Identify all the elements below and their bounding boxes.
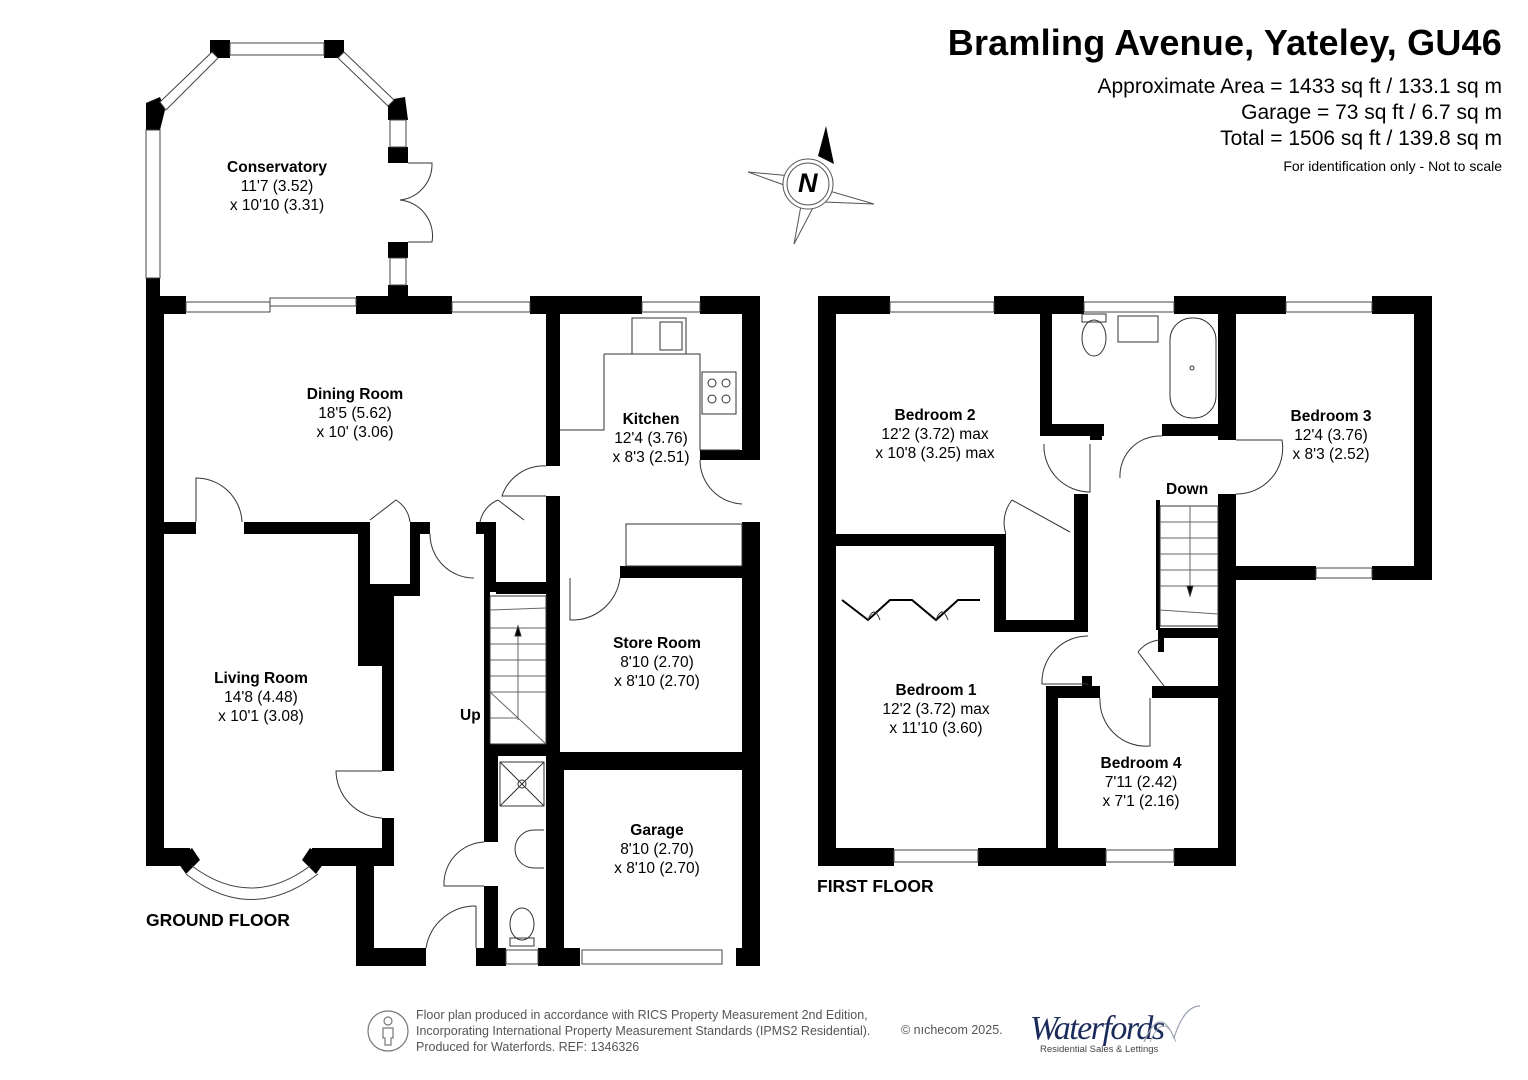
room-name: Conservatory	[227, 159, 327, 176]
room-dimension: 11'7 (3.52)	[240, 178, 314, 195]
room-garage: Garage 8'10 (2.70) x 8'10 (2.70)	[614, 821, 700, 878]
room-dimension: x 8'10 (2.70)	[614, 860, 700, 877]
room-dimension: x 8'3 (2.51)	[612, 449, 690, 466]
room-dimension: 12'2 (3.72) max	[882, 701, 990, 718]
brand-tagline: Residential Sales & Lettings	[1040, 1044, 1159, 1055]
room-dining-room: Dining Room 18'5 (5.62) x 10' (3.06)	[307, 385, 403, 442]
room-dimension: x 10'1 (3.08)	[218, 708, 304, 725]
property-title: Bramling Avenue, Yateley, GU46	[947, 22, 1502, 63]
room-dimension: 14'8 (4.48)	[224, 689, 298, 706]
room-dimension: x 10'10 (3.31)	[229, 197, 325, 214]
room-kitchen: Kitchen 12'4 (3.76) x 8'3 (2.51)	[612, 410, 689, 467]
compass-north-letter: N	[798, 168, 818, 198]
scale-disclaimer: For identification only - Not to scale	[1283, 158, 1502, 174]
room-bedroom-2: Bedroom 2 12'2 (3.72) max x 10'8 (3.25) …	[875, 406, 994, 463]
rics-statement: Floor plan produced in accordance with R…	[416, 1007, 870, 1055]
room-name: Bedroom 3	[1290, 408, 1372, 425]
room-dimension: 8'10 (2.70)	[620, 841, 694, 858]
room-dimension: x 8'10 (2.70)	[614, 673, 700, 690]
room-store-room: Store Room 8'10 (2.70) x 8'10 (2.70)	[613, 634, 701, 691]
room-conservatory: Conservatory 11'7 (3.52) x 10'10 (3.31)	[227, 158, 327, 215]
room-name: Bedroom 4	[1100, 755, 1182, 772]
room-name: Store Room	[613, 635, 701, 652]
room-bedroom-3: Bedroom 3 12'4 (3.76) x 8'3 (2.52)	[1291, 407, 1372, 464]
room-name: Kitchen	[622, 411, 680, 428]
total-area: Total = 1506 sq ft / 139.8 sq m	[1220, 127, 1502, 150]
room-dimension: x 8'3 (2.52)	[1292, 446, 1370, 463]
room-dimension: 7'11 (2.42)	[1104, 774, 1178, 791]
room-dimension: x 7'1 (2.16)	[1102, 793, 1180, 810]
waterfords-logo: Waterfords	[1030, 1010, 1165, 1047]
room-dimension: x 10' (3.06)	[316, 424, 394, 441]
person-icon	[367, 1010, 409, 1052]
room-name: Garage	[630, 822, 684, 839]
room-name: Bedroom 2	[894, 407, 976, 424]
room-dimension: 12'4 (3.76)	[1294, 427, 1368, 444]
room-bedroom-1: Bedroom 1 12'2 (3.72) max x 11'10 (3.60)	[882, 681, 989, 738]
first-floor-label: FIRST FLOOR	[817, 876, 934, 896]
approx-area: Approximate Area = 1433 sq ft / 133.1 sq…	[1097, 75, 1503, 98]
ground-floor-label: GROUND FLOOR	[146, 910, 290, 930]
room-dimension: x 11'10 (3.60)	[889, 720, 983, 737]
waterfords-w-swirl-icon	[1143, 1005, 1201, 1043]
footer-line-1: Floor plan produced in accordance with R…	[416, 1008, 868, 1022]
room-dimension: 18'5 (5.62)	[318, 405, 392, 422]
stairs-down-label: Down	[1166, 481, 1209, 498]
room-living-room: Living Room 14'8 (4.48) x 10'1 (3.08)	[214, 669, 308, 726]
room-bedroom-4: Bedroom 4 7'11 (2.42) x 7'1 (2.16)	[1101, 754, 1182, 811]
copyright-notice: © nıchecom 2025.	[901, 1023, 1003, 1037]
room-dimension: 12'4 (3.76)	[614, 430, 688, 447]
garage-area: Garage = 73 sq ft / 6.7 sq m	[1241, 101, 1502, 124]
room-name: Bedroom 1	[895, 682, 977, 699]
footer-line-3: Produced for Waterfords. REF: 1346326	[416, 1040, 640, 1054]
room-name: Dining Room	[306, 386, 404, 403]
north-compass-icon	[747, 126, 875, 245]
room-dimension: x 10'8 (3.25) max	[875, 445, 995, 462]
footer-line-2: Incorporating International Property Mea…	[416, 1024, 871, 1038]
room-name: Living Room	[214, 670, 308, 687]
room-dimension: 8'10 (2.70)	[620, 654, 694, 671]
room-dimension: 12'2 (3.72) max	[881, 426, 989, 443]
stairs-up-label: Up	[460, 707, 481, 724]
